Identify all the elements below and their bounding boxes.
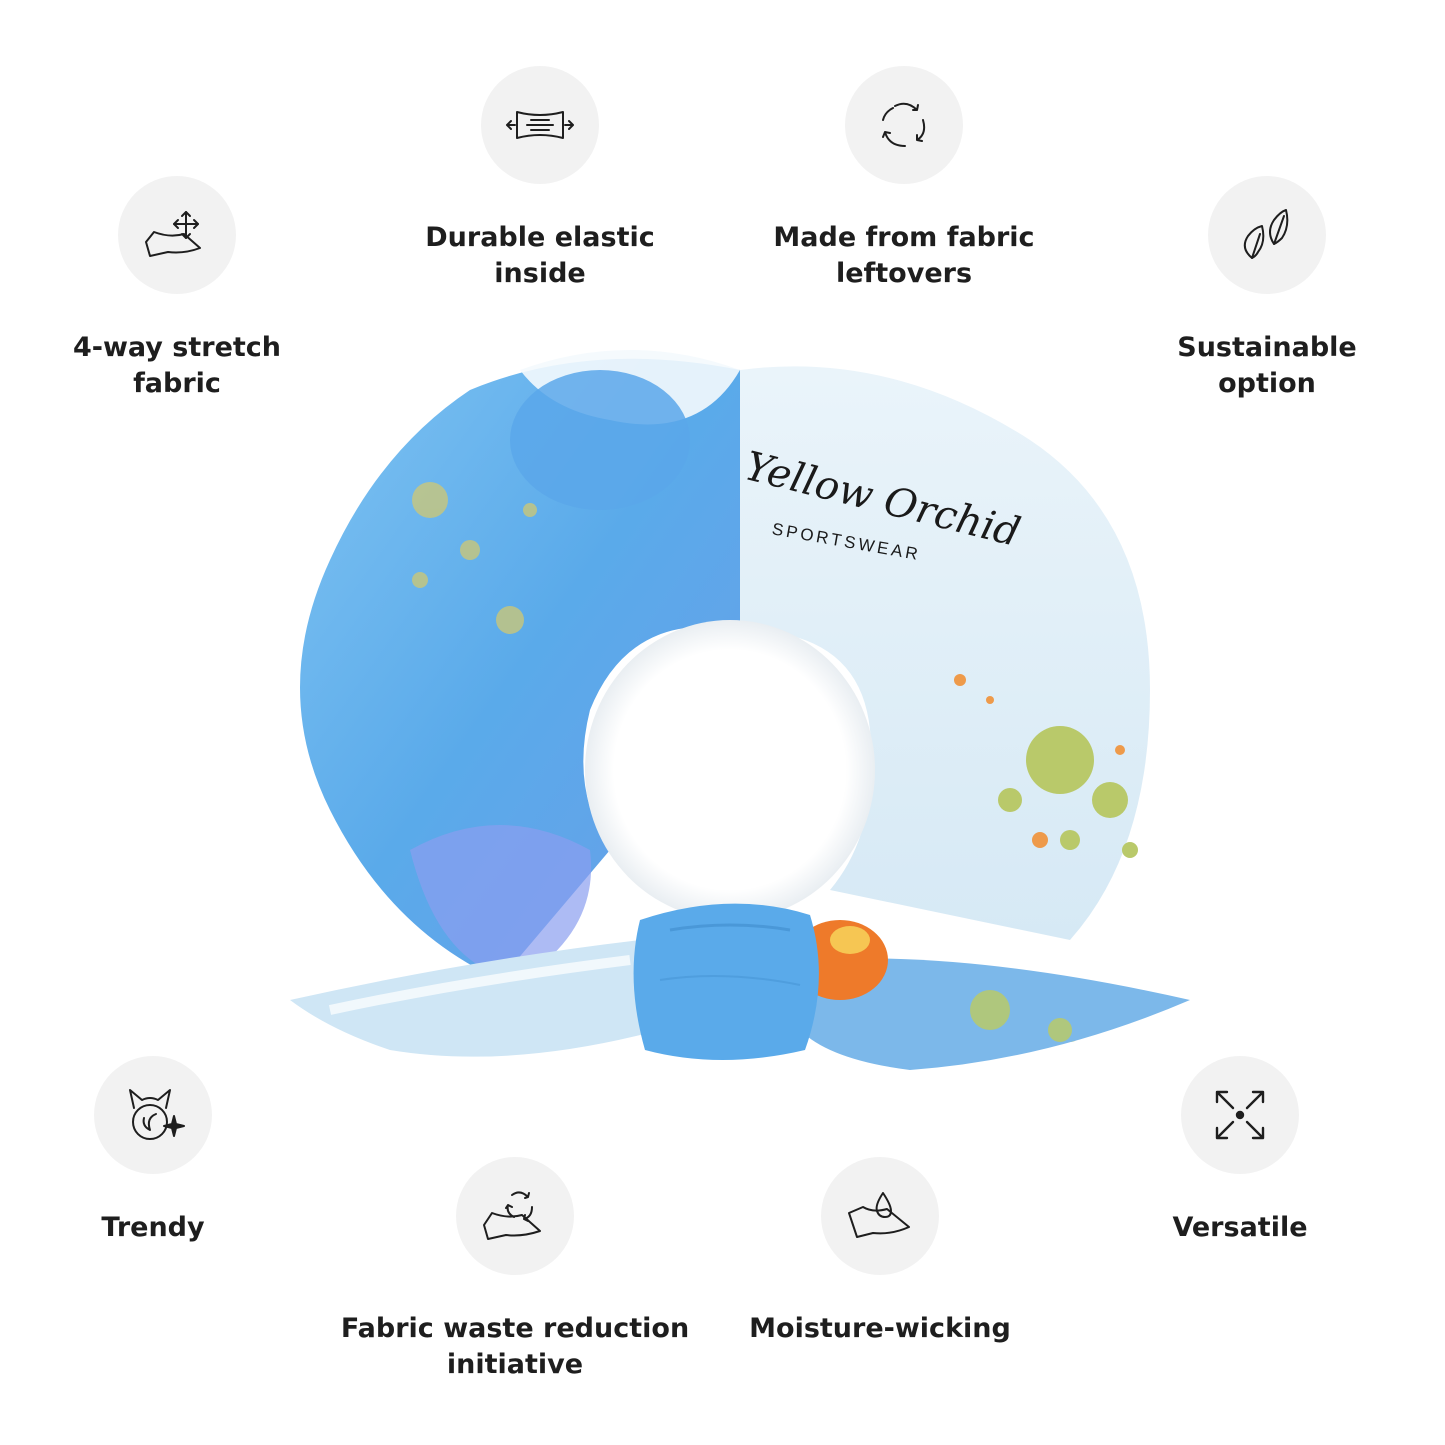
feature-label-line1: Sustainable — [1177, 332, 1357, 363]
feature-label-line1: Versatile — [1172, 1212, 1308, 1243]
water-drop-icon — [821, 1157, 939, 1275]
feature-fabric-leftovers: Made from fabric leftovers — [724, 66, 1084, 292]
arrows-expand-icon — [1181, 1056, 1299, 1174]
feature-sustainable: Sustainable option — [1087, 176, 1445, 402]
feature-versatile: Versatile — [1060, 1056, 1420, 1246]
recycle-icon — [845, 66, 963, 184]
feature-label-line1: Fabric waste reduction — [340, 1313, 690, 1344]
elastic-icon — [481, 66, 599, 184]
feature-label-line2: initiative — [446, 1349, 584, 1380]
scrunchie-image: Yellow Orchid SPORTSWEAR — [270, 330, 1200, 1150]
feature-waste-reduction: Fabric waste reduction initiative — [335, 1157, 695, 1383]
fabric-recycle-icon — [456, 1157, 574, 1275]
feature-label-line1: 4-way stretch — [72, 332, 282, 363]
feature-label-line1: Durable elastic — [425, 222, 655, 253]
trendy-icon — [94, 1056, 212, 1174]
feature-trendy: Trendy — [0, 1056, 333, 1246]
feature-label-line1: Made from fabric — [773, 222, 1035, 253]
feature-moisture-wicking: Moisture-wicking — [700, 1157, 1060, 1347]
feature-durable-elastic: Durable elastic inside — [360, 66, 720, 292]
feature-label-line1: Moisture-wicking — [749, 1313, 1011, 1344]
feature-four-way-stretch: 4-way stretch fabric — [0, 176, 357, 402]
feature-label-line1: Trendy — [101, 1212, 205, 1243]
four-way-stretch-icon — [118, 176, 236, 294]
feature-label-line2: leftovers — [835, 258, 973, 289]
feature-label-line2: inside — [494, 258, 586, 289]
leaves-icon — [1208, 176, 1326, 294]
feature-label-line2: option — [1218, 368, 1316, 399]
feature-label-line2: fabric — [133, 368, 221, 399]
